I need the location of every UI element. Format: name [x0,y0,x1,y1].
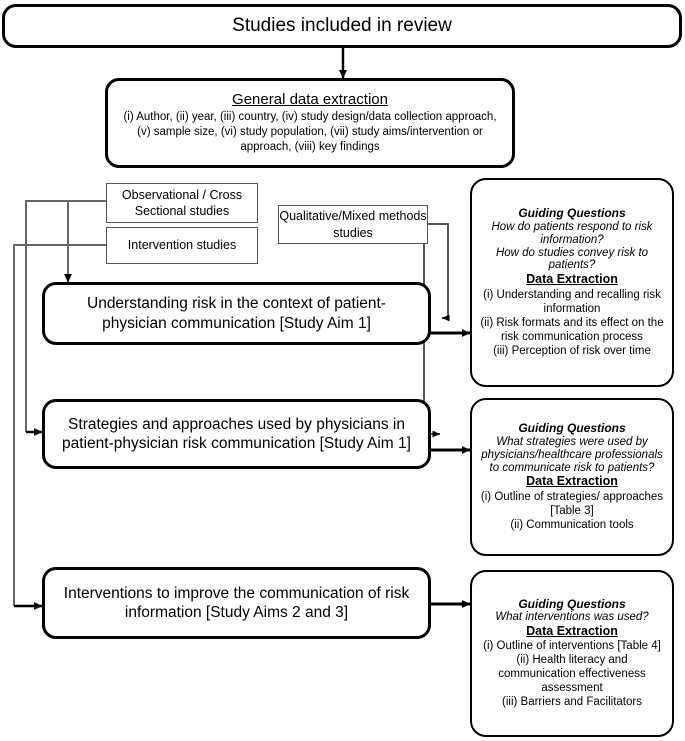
node-studies-included: Studies included in review [2,4,682,48]
guide-box-strategies: Guiding Questions What strategies were u… [470,398,674,556]
guide1-questions-heading: Guiding Questions [518,206,626,221]
guide2-extraction-item-1: (i) Outline of strategies/ approaches [T… [480,490,664,517]
aim23-interventions-label: Interventions to improve the communicati… [63,584,410,621]
node-intervention-studies: Intervention studies [106,227,258,264]
general-extraction-body: (i) Author, (ii) year, (iii) country, (i… [123,111,497,153]
guide1-extraction-item-1: (i) Understanding and recalling risk inf… [483,288,661,315]
node-observational-studies: Observational / Cross Sectional studies [106,183,258,223]
guide-box-understanding: Guiding Questions How do patients respon… [470,178,674,387]
guide2-questions-heading: Guiding Questions [518,421,626,436]
node-aim1-strategies: Strategies and approaches used by physic… [42,399,431,469]
guide3-extraction-item-3: (iii) Barriers and Facilitators [502,696,642,709]
guide2-question-1: What strategies were used by physicians/… [481,435,663,474]
observational-label: Observational / Cross Sectional studies [121,187,243,218]
edge-observational-to-aim1 [64,200,106,283]
guide1-question-1: How do patients respond to risk informat… [491,220,653,246]
aim1-understanding-label: Understanding risk in the context of pat… [87,295,386,332]
node-aim1-understanding: Understanding risk in the context of pat… [42,282,431,345]
intervention-studies-label: Intervention studies [127,238,237,253]
guide3-extraction-item-1: (i) Outline of interventions [Table 4] [483,640,661,653]
guide1-extraction-item-2: (ii) Risk formats and its effect on the … [480,316,664,343]
studies-included-label: Studies included in review [232,15,452,36]
guide2-extraction-heading: Data Extraction [526,474,618,489]
guide3-extraction-item-2: (ii) Health literacy and communication e… [498,654,646,695]
guide1-question-2: How do studies convey risk to patients? [495,246,649,272]
guide3-extraction-heading: Data Extraction [526,623,618,638]
node-qualitative-mixed-studies: Qualitative/Mixed methods studies [278,205,428,244]
guide1-extraction-item-3: (iii) Perception of risk over time [493,344,651,357]
guide1-extraction-heading: Data Extraction [526,272,618,287]
node-general-data-extraction: General data extraction (i) Author, (ii)… [105,78,515,168]
node-aim23-interventions: Interventions to improve the communicati… [42,567,431,639]
edge-qualitative-to-aim1 [428,223,450,322]
qualitative-mixed-label: Qualitative/Mixed methods studies [279,209,427,240]
aim1-strategies-label: Strategies and approaches used by physic… [62,415,411,452]
guide2-extraction-item-2: (ii) Communication tools [510,518,634,531]
guide3-questions-heading: Guiding Questions [518,596,626,611]
guide-box-interventions: Guiding Questions What interventions was… [470,570,674,737]
general-extraction-heading: General data extraction [232,91,388,109]
guide3-question-1: What interventions was used? [495,611,649,624]
